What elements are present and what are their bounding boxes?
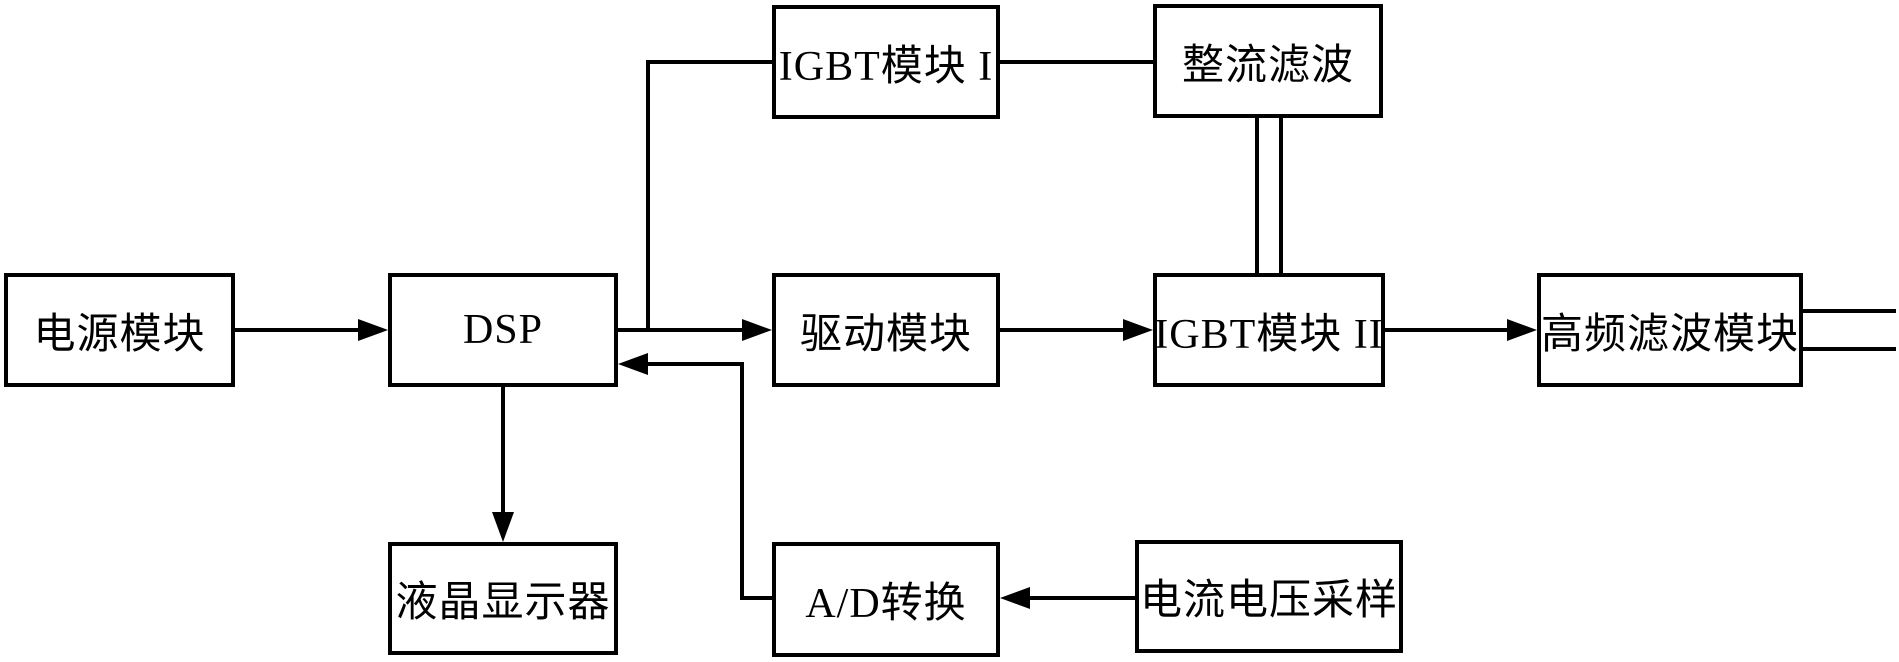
node-igbt-module-2: IGBT模块 II xyxy=(1153,273,1385,387)
edge-drive-to-igbt2-line xyxy=(1000,328,1128,332)
edge-adc-to-dsp-arrowhead xyxy=(618,353,648,375)
node-current-voltage-sampling: 电流电压采样 xyxy=(1135,540,1403,653)
edge-dsp-to-igbt1-horizontal xyxy=(646,60,772,64)
edge-sampling-to-adc-arrowhead xyxy=(1000,587,1030,609)
node-rectifier-filter-label: 整流滤波 xyxy=(1181,42,1354,89)
edge-rectifier-to-igbt2-double-line-right xyxy=(1279,118,1283,275)
edge-power-to-dsp-line xyxy=(235,328,365,332)
node-current-voltage-sampling-label: 电流电压采样 xyxy=(1139,578,1398,624)
edge-igbt2-to-hffilter-line xyxy=(1385,328,1512,332)
node-igbt-module-1: IGBT模块 I xyxy=(772,5,1000,119)
edge-dsp-to-lcd-line xyxy=(501,387,505,515)
node-rectifier-filter: 整流滤波 xyxy=(1153,4,1383,118)
edge-adc-to-dsp-horizontal-bottom xyxy=(740,596,772,600)
edge-hffilter-output-line-bottom xyxy=(1803,347,1896,351)
edge-dsp-to-igbt1-vertical xyxy=(646,60,650,332)
node-drive-module: 驱动模块 xyxy=(772,273,1000,387)
node-drive-module-label: 驱动模块 xyxy=(799,311,972,358)
node-power-module: 电源模块 xyxy=(4,273,235,387)
edge-dsp-to-drive-arrowhead xyxy=(742,319,772,341)
edge-igbt2-to-hffilter-arrowhead xyxy=(1507,319,1537,341)
edge-drive-to-igbt2-arrowhead xyxy=(1123,319,1153,341)
edge-dsp-to-lcd-arrowhead xyxy=(492,512,514,542)
node-lcd-display-label: 液晶显示器 xyxy=(395,580,611,626)
node-igbt-module-1-label: IGBT模块 I xyxy=(778,43,994,90)
node-ad-converter: A/D转换 xyxy=(772,542,1000,657)
node-ad-converter-label: A/D转换 xyxy=(805,581,967,627)
edge-hffilter-output-line-top xyxy=(1803,309,1896,313)
node-hf-filter-module: 高频滤波模块 xyxy=(1537,273,1803,387)
node-hf-filter-module-label: 高频滤波模块 xyxy=(1541,311,1800,358)
node-dsp-label: DSP xyxy=(462,307,544,353)
edge-igbt1-to-rectifier-line xyxy=(1000,60,1153,64)
edge-dsp-to-drive-line xyxy=(618,328,748,332)
node-lcd-display: 液晶显示器 xyxy=(388,542,618,655)
edge-adc-to-dsp-vertical xyxy=(740,362,744,600)
edge-power-to-dsp-arrowhead xyxy=(358,319,388,341)
edge-adc-to-dsp-horizontal-top xyxy=(644,362,744,366)
edge-rectifier-to-igbt2-double-line-left xyxy=(1255,118,1259,275)
node-dsp: DSP xyxy=(388,273,618,387)
node-igbt-module-2-label: IGBT模块 II xyxy=(1154,311,1384,358)
edge-sampling-to-adc-line xyxy=(1025,596,1135,600)
node-power-module-label: 电源模块 xyxy=(33,311,206,358)
